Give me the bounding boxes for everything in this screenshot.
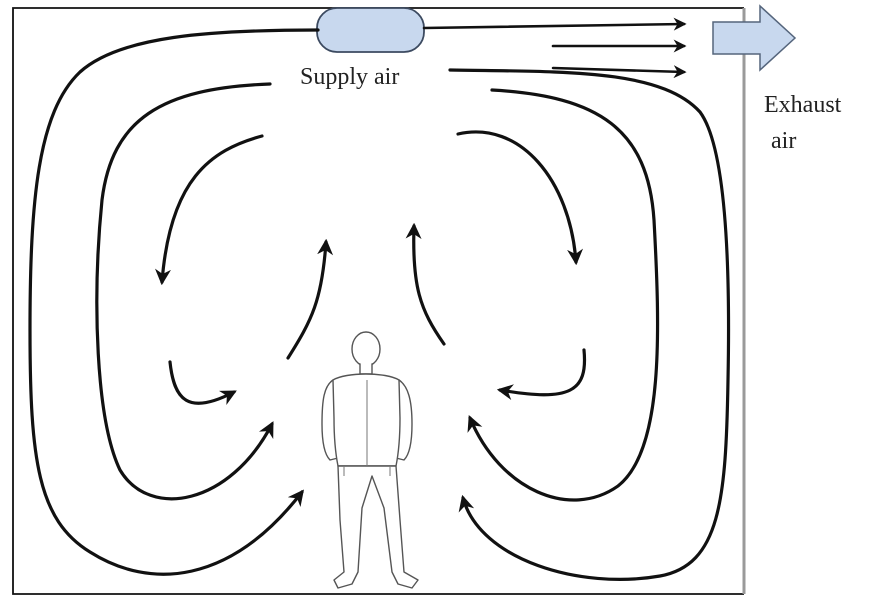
lower-right-recirculation-arrow: [500, 350, 585, 395]
exhaust-air-label-line2: air: [771, 128, 796, 154]
supply-air-label: Supply air: [300, 64, 399, 90]
exhaust-arrow-top: [424, 24, 684, 28]
outer-left-airflow-loop: [30, 30, 318, 574]
rising-plume-right-arrow: [414, 226, 444, 344]
exhaust-outlet-arrow-icon: [713, 6, 795, 70]
middle-right-airflow-loop: [470, 90, 658, 500]
exhaust-air-label-line1: Exhaust: [764, 92, 842, 118]
lower-left-recirculation-arrow: [170, 362, 234, 403]
rising-plume-left-arrow: [288, 242, 326, 358]
supply-diffuser-icon: [317, 8, 424, 52]
outer-right-airflow-loop: [450, 70, 729, 579]
inner-left-downward-arrow: [162, 136, 262, 282]
standing-person-icon: [322, 332, 418, 588]
inner-right-downward-arrow: [458, 132, 576, 262]
room-outline: [13, 8, 744, 594]
middle-left-airflow-loop: [97, 84, 272, 499]
